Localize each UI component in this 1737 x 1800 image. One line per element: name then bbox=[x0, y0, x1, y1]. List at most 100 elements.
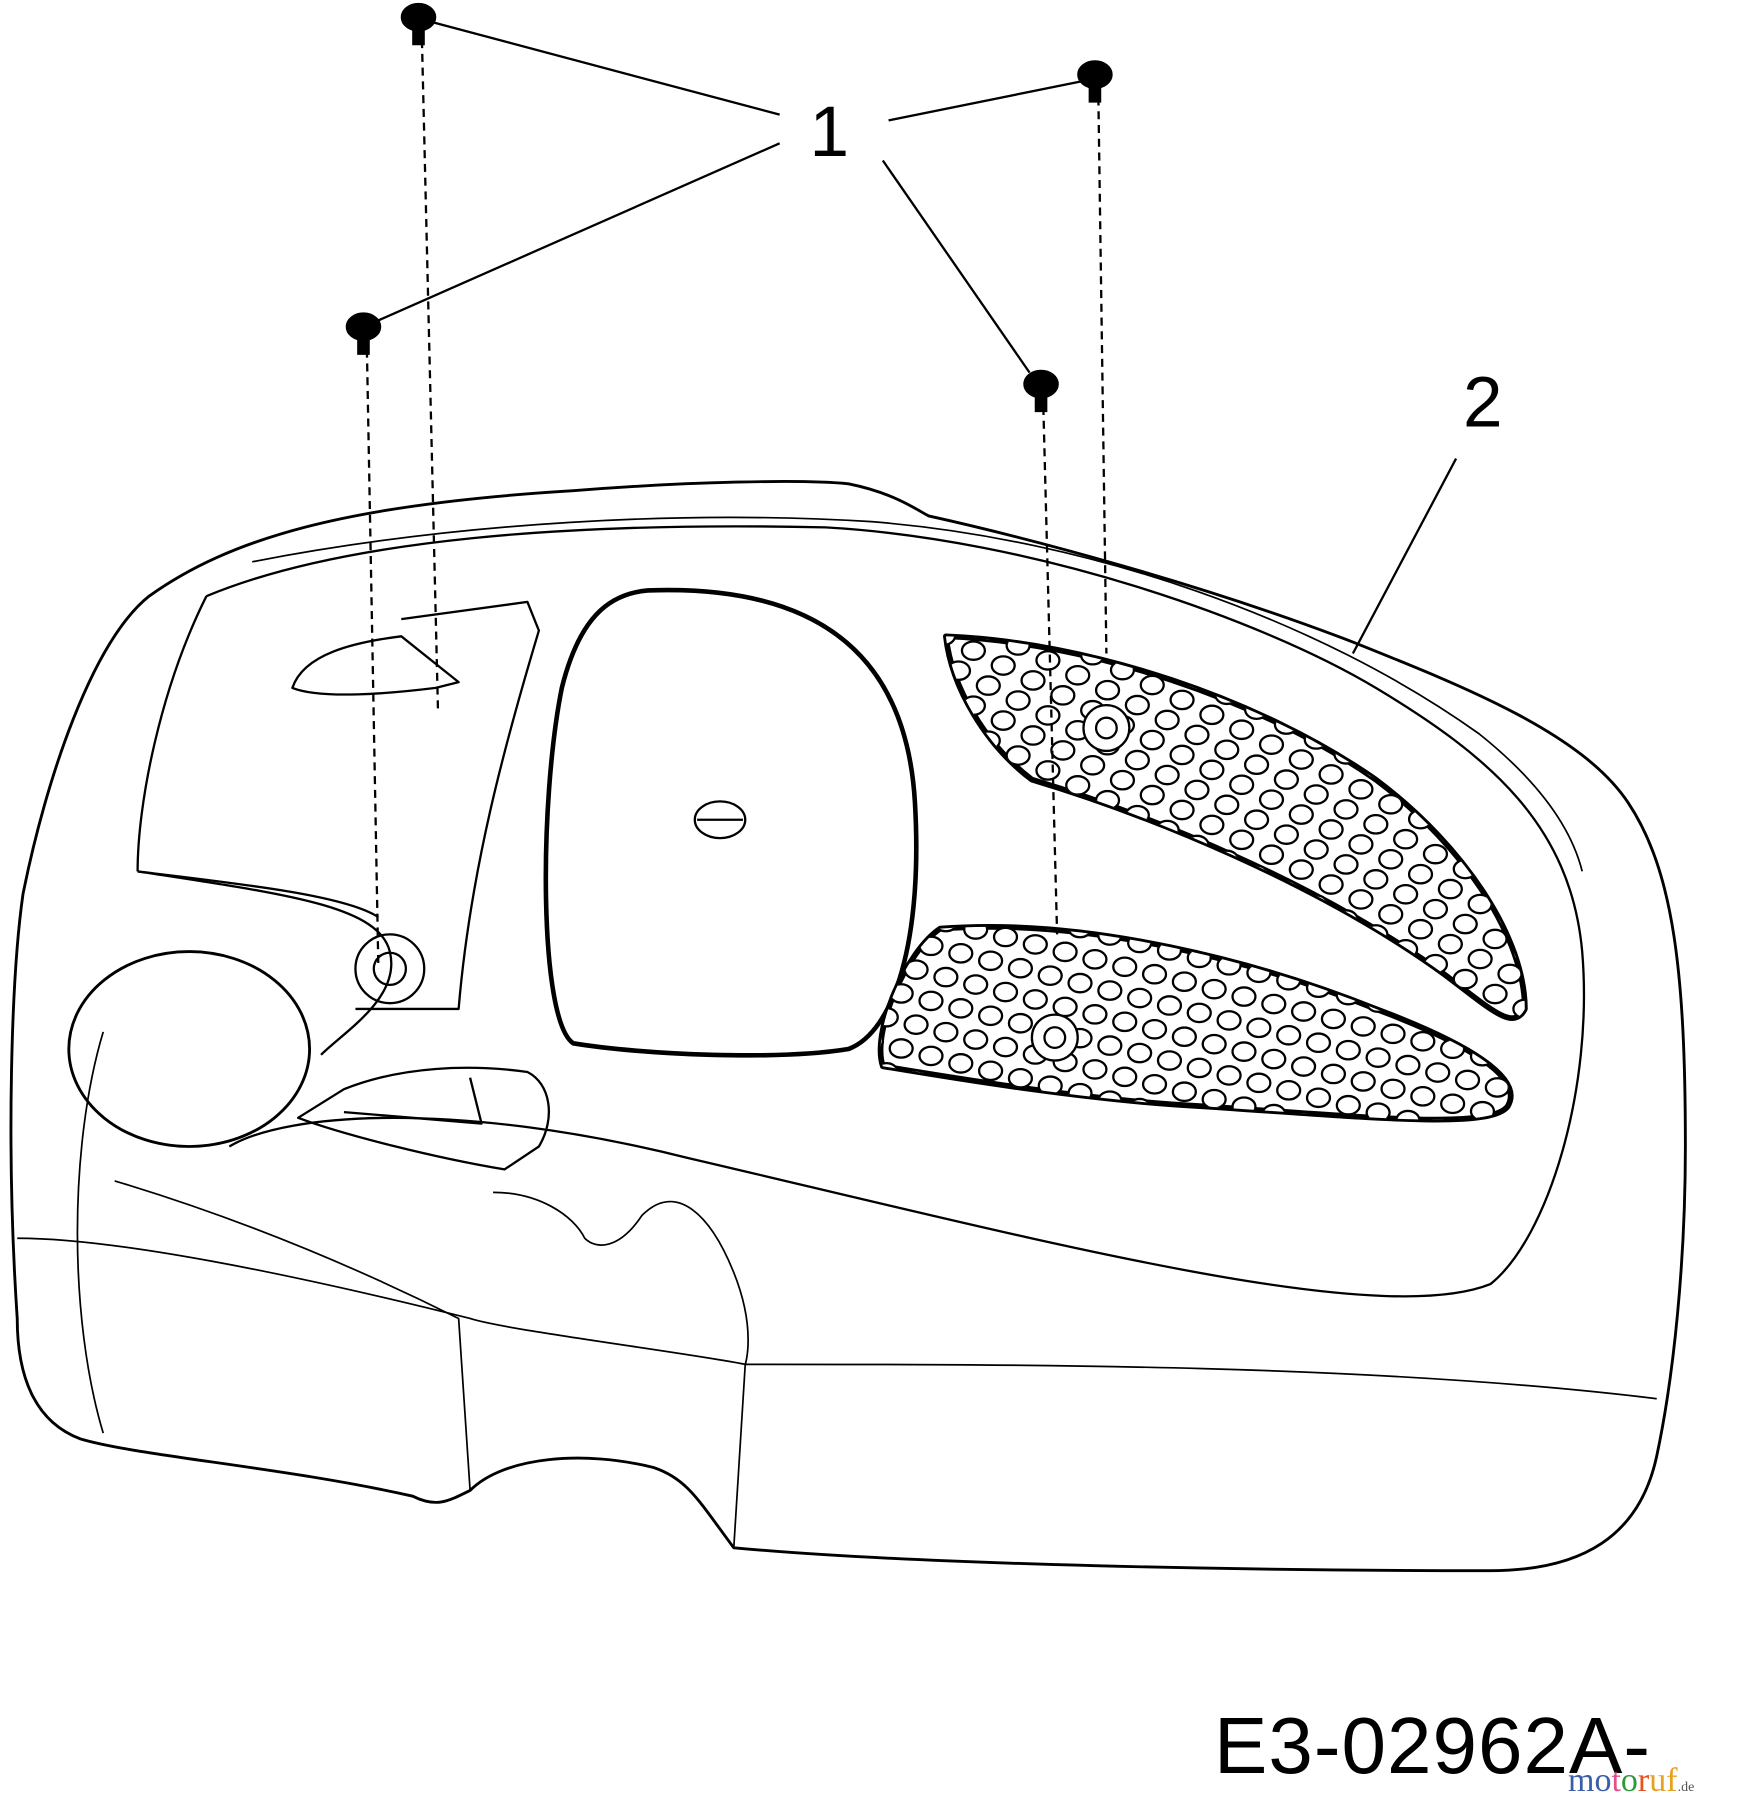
vent-hole bbox=[1456, 1236, 1479, 1254]
vent-hole bbox=[1050, 685, 1076, 706]
vent-hole bbox=[1290, 1056, 1317, 1077]
vent-hole bbox=[1365, 937, 1391, 958]
vent-hole bbox=[947, 551, 970, 569]
vent-hole bbox=[1258, 899, 1285, 921]
vent-hole bbox=[1080, 754, 1106, 776]
vent-hole bbox=[1288, 804, 1314, 825]
vent-hole bbox=[1127, 1042, 1153, 1064]
vent-hole bbox=[1065, 664, 1091, 686]
vent-hole bbox=[1352, 1127, 1375, 1145]
vent-hole bbox=[1501, 1165, 1524, 1183]
vent-hole bbox=[1171, 1026, 1197, 1048]
vent-hole bbox=[1247, 1129, 1270, 1147]
vent-hole bbox=[1378, 738, 1404, 760]
vent-hole bbox=[1516, 1196, 1539, 1214]
vent-hole bbox=[1407, 918, 1434, 940]
vent-hole bbox=[1516, 1031, 1539, 1049]
vent-hole bbox=[1273, 934, 1300, 956]
vent-hole bbox=[1231, 1041, 1257, 1062]
vent-hole bbox=[1486, 1188, 1509, 1206]
vent-hole bbox=[1452, 803, 1478, 825]
vent-hole bbox=[948, 998, 974, 1019]
vent-hole bbox=[860, 702, 883, 720]
vent-hole bbox=[1380, 968, 1406, 990]
vent-hole bbox=[903, 1014, 929, 1035]
vent-hole bbox=[1273, 659, 1300, 680]
vent-hole bbox=[880, 975, 884, 997]
vent-hole bbox=[1531, 1282, 1554, 1300]
vent-hole bbox=[1290, 946, 1317, 967]
vent-hole bbox=[1378, 848, 1404, 870]
vent-hole bbox=[1454, 1069, 1481, 1091]
vent-hole bbox=[1022, 934, 1048, 955]
vent-hole bbox=[1126, 531, 1149, 549]
vent-hole bbox=[1497, 963, 1523, 985]
vent-hole bbox=[1333, 854, 1359, 875]
vent-hole bbox=[1141, 1018, 1168, 1040]
vent-hole bbox=[1096, 516, 1119, 534]
vent-hole bbox=[990, 820, 1016, 841]
vent-hole bbox=[905, 1126, 928, 1144]
vent-hole bbox=[1307, 1144, 1330, 1162]
vent-hole bbox=[1050, 740, 1076, 761]
vent-hole bbox=[1276, 926, 1302, 936]
vent-hole bbox=[1171, 926, 1197, 937]
vent-hole bbox=[1229, 719, 1255, 741]
vent-hole bbox=[1454, 1014, 1481, 1036]
vent-hole bbox=[1005, 855, 1031, 876]
vent-hole bbox=[1276, 1024, 1302, 1046]
vent-hole bbox=[1441, 1260, 1464, 1278]
vent-hole bbox=[945, 790, 957, 812]
vent-hole bbox=[1112, 956, 1138, 978]
vent-hole bbox=[1201, 1033, 1227, 1055]
vent-hole bbox=[1218, 1121, 1241, 1139]
vent-hole bbox=[1352, 1237, 1375, 1255]
vent-hole bbox=[945, 680, 957, 702]
vent-hole bbox=[1113, 848, 1136, 866]
screws bbox=[345, 2, 1113, 413]
vent-hole bbox=[1229, 664, 1255, 686]
vent-hole bbox=[1437, 823, 1463, 845]
vent-hole bbox=[1143, 1185, 1166, 1203]
vent-hole bbox=[975, 840, 1001, 862]
vent-hole bbox=[1393, 994, 1419, 1015]
vent-hole bbox=[1020, 670, 1046, 691]
vent-hole bbox=[1305, 1032, 1332, 1054]
vent-hole bbox=[994, 1148, 1017, 1166]
vent-hole bbox=[992, 926, 1019, 948]
vent-hole bbox=[860, 757, 883, 775]
vent-hole bbox=[1258, 844, 1285, 866]
vent-hole bbox=[1186, 1112, 1212, 1120]
vent-hole bbox=[949, 779, 972, 797]
vent-hole bbox=[1082, 1004, 1108, 1025]
vent-hole bbox=[1512, 888, 1525, 910]
vent-hole bbox=[1020, 890, 1046, 911]
vent-hole bbox=[1243, 754, 1270, 776]
vent-hole bbox=[1395, 1109, 1421, 1120]
vent-hole bbox=[1098, 816, 1121, 834]
vent-hole bbox=[1452, 693, 1478, 715]
vent-hole bbox=[964, 1140, 987, 1158]
vent-hole bbox=[1067, 1082, 1093, 1104]
vent-hole bbox=[1233, 1208, 1256, 1226]
vent-hole bbox=[1318, 819, 1344, 840]
vent-hole bbox=[1367, 1214, 1390, 1232]
vent-hole bbox=[1188, 894, 1211, 912]
vent-hole bbox=[1201, 978, 1227, 1000]
vent-hole bbox=[1273, 769, 1300, 790]
vent-hole bbox=[1513, 1110, 1536, 1128]
vent-hole bbox=[1497, 798, 1523, 820]
vent-hole bbox=[1363, 758, 1389, 780]
vent-hole bbox=[1471, 1157, 1494, 1175]
vent-hole bbox=[1305, 926, 1332, 943]
vent-hole bbox=[1303, 949, 1329, 970]
vent-hole bbox=[963, 926, 989, 940]
vent-hole bbox=[1303, 784, 1329, 805]
vent-hole bbox=[962, 476, 985, 494]
vent-hole bbox=[860, 812, 883, 830]
vent-hole bbox=[1139, 894, 1165, 916]
vent-hole bbox=[1382, 1190, 1405, 1208]
vent-hole bbox=[888, 1093, 914, 1114]
vent-hole bbox=[979, 786, 1002, 804]
